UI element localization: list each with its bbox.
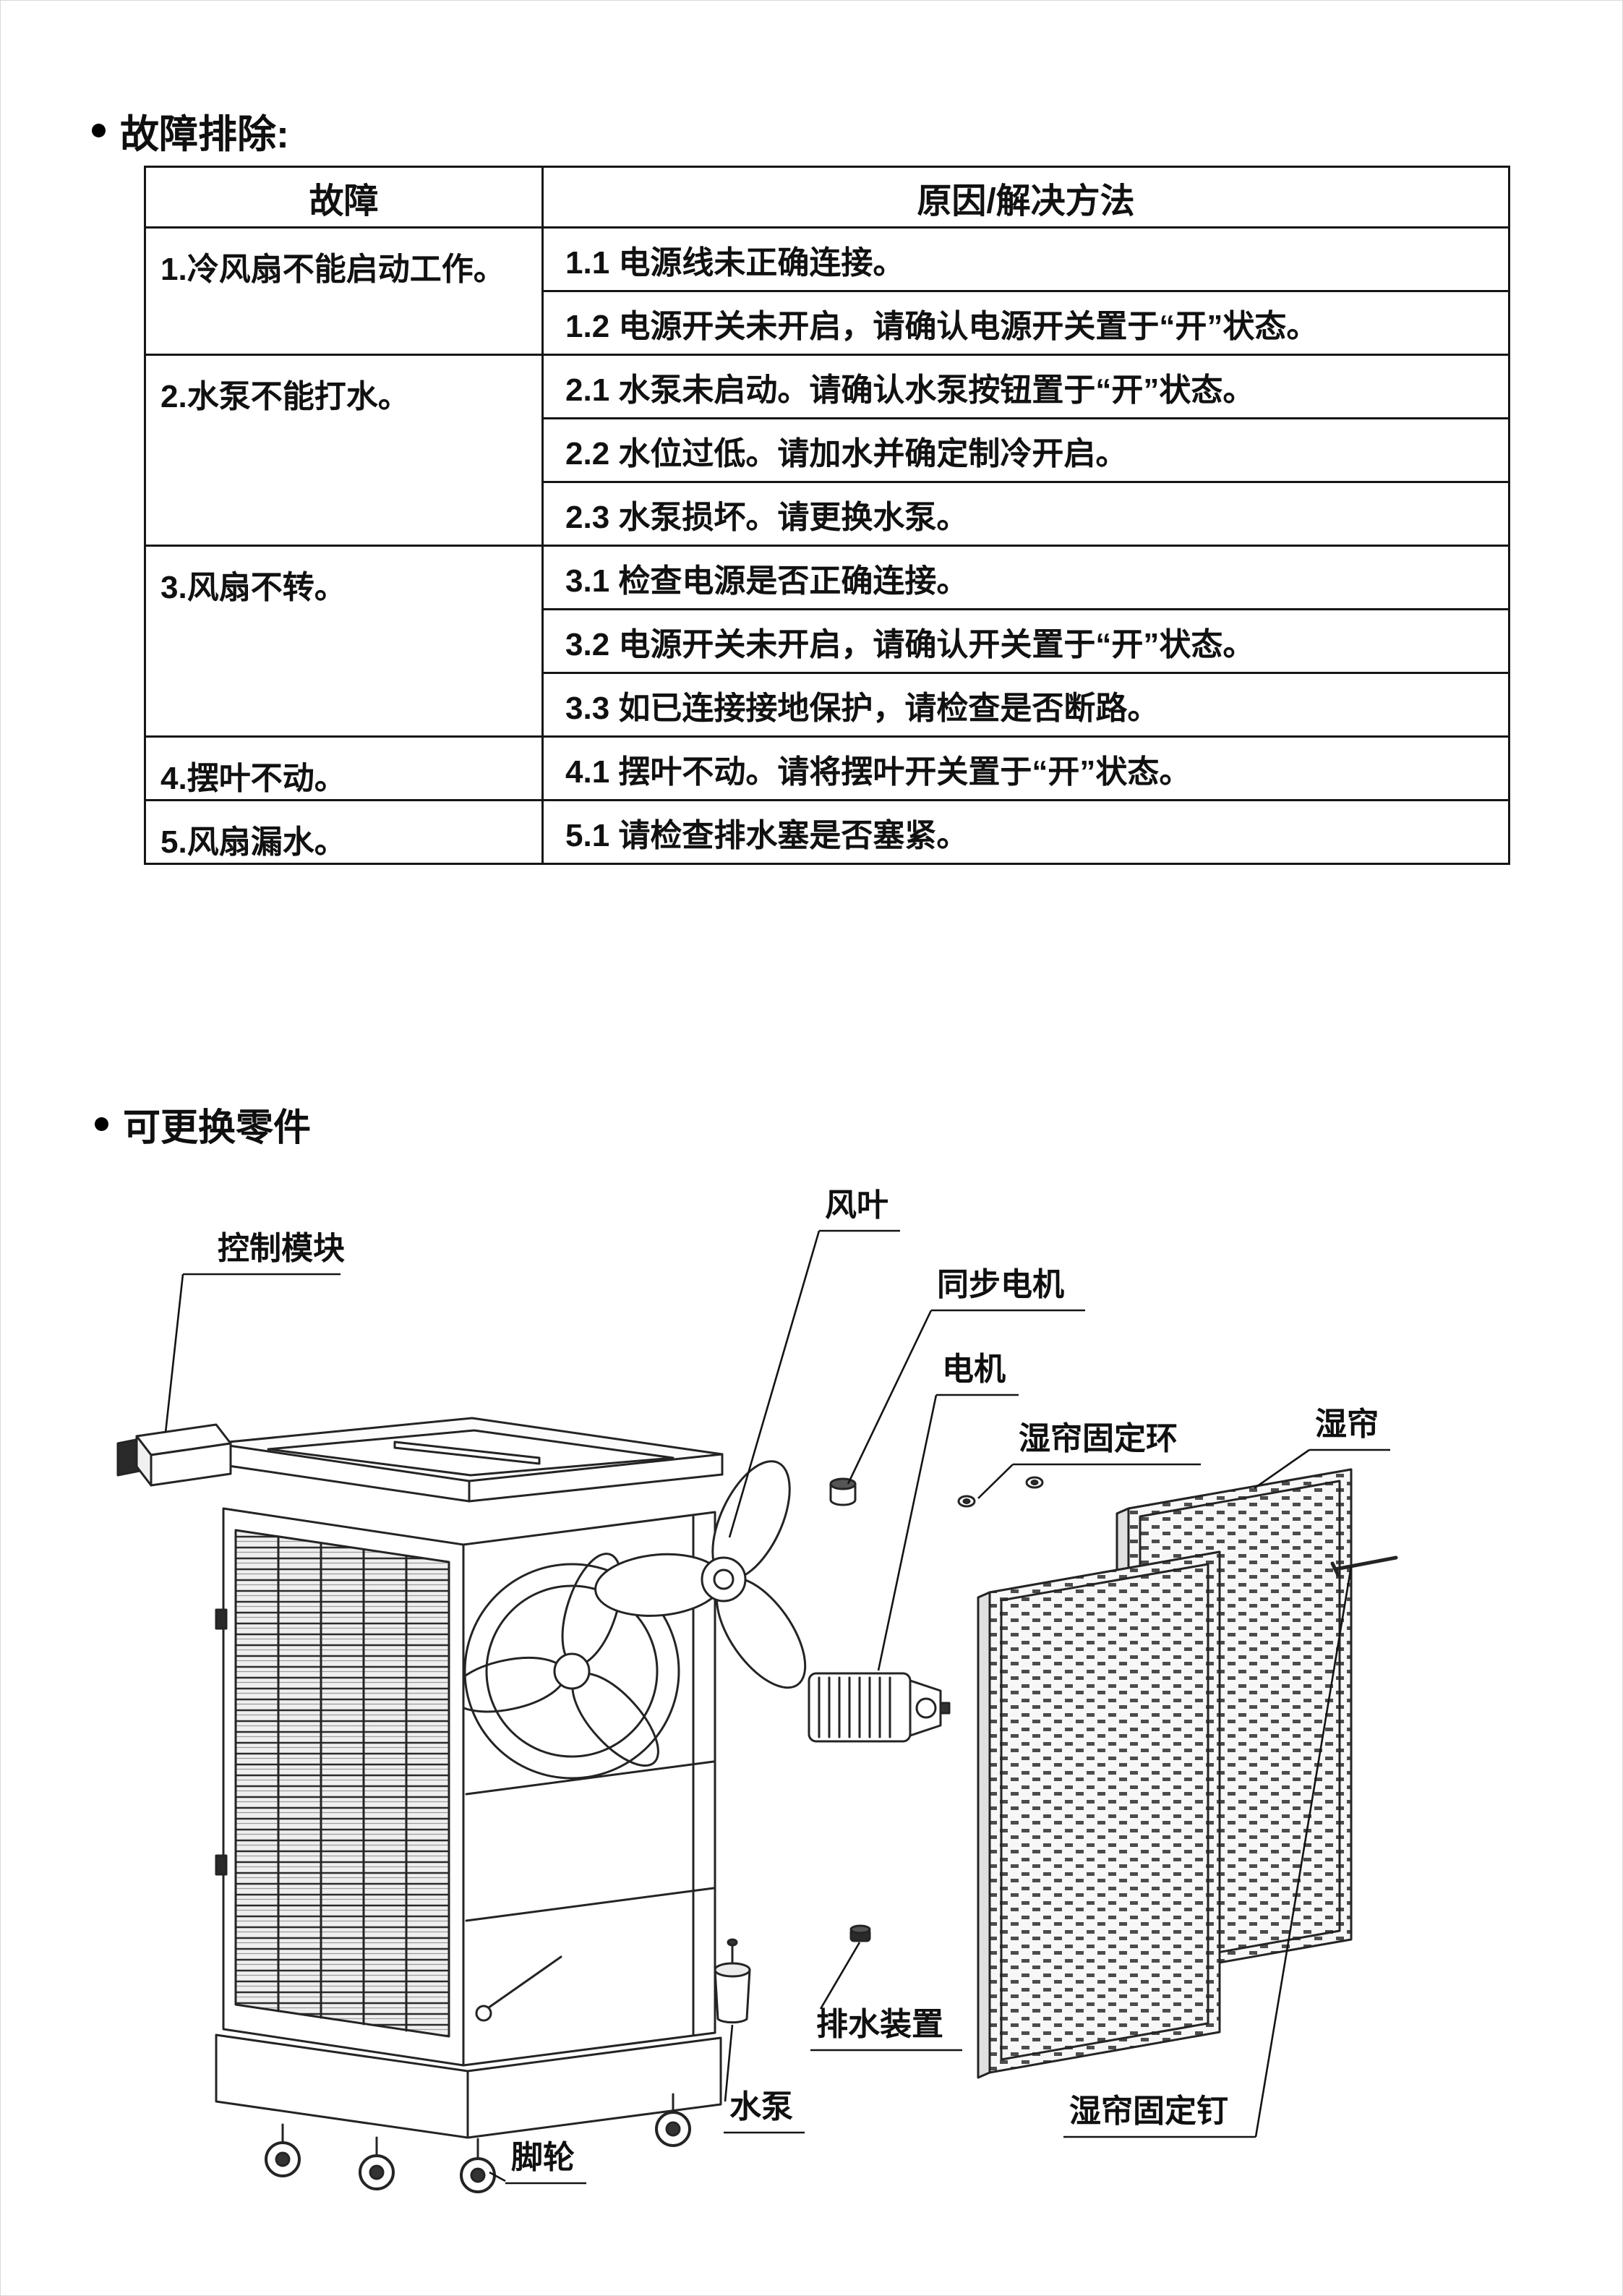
fault-cell-2: 2.水泵不能打水。 [144,354,544,547]
bullet-icon [95,1117,108,1131]
label-control-module: 控制模块 [218,1231,345,1266]
parts-diagram: 控制模块 风叶 同步电机 电机 湿帘固定环 湿帘 排水装置 水泵 脚轮 湿帘固定… [116,1187,1398,2193]
curtain-pin-part [1330,1555,1398,1577]
parts-heading: 可更换零件 [95,1097,311,1151]
solution-cell-1-2: 1.2 电源开关未开启，请确认电源开关置于“开”状态。 [541,290,1510,356]
table-row: 1.2 电源开关未开启，请确认电源开关置于“开”状态。 [145,290,1510,356]
label-caster: 脚轮 [511,2140,575,2175]
table-row: 1.冷风扇不能启动工作。 1.1 电源线未正确连接。 [144,226,1510,356]
table-row: 2.3 水泵损坏。请更换水泵。 [145,481,1510,547]
label-fan-blade: 风叶 [825,1187,888,1223]
louver-panel [215,1507,465,2067]
table-row: 2.水泵不能打水。 2.1 水泵未启动。请确认水泵按钮置于“开”状态。 [144,354,1510,547]
bullet-icon [92,124,106,137]
table-row: 3.风扇不转。 3.1 检查电源是否正确连接。 [144,545,1510,738]
solution-cell-2-1: 2.1 水泵未启动。请确认水泵按钮置于“开”状态。 [541,354,1510,419]
solution-cell-3-1: 3.1 检查电源是否正确连接。 [541,545,1510,610]
parts-title: 可更换零件 [123,1107,312,1149]
fan-housing [462,1511,716,2067]
label-water-pump: 水泵 [729,2089,793,2125]
table-row: 3.3 如已连接接地保护，请检查是否断路。 [145,672,1510,738]
solution-cell-2-2: 2.2 水位过低。请加水并确定制冷开启。 [541,417,1510,483]
drain-device-part [849,1924,871,1942]
solution-cell-3-2: 3.2 电源开关未开启，请确认开关置于“开”状态。 [541,608,1510,674]
label-sync-motor: 同步电机 [937,1267,1064,1302]
solution-cell-5-1: 5.1 请检查排水塞是否塞紧。 [541,799,1510,865]
troubleshooting-table: 故障 原因/解决方法 1.冷风扇不能启动工作。 1.1 电源线未正确连接。 1.… [144,166,1510,865]
table-row: 5.风扇漏水。 5.1 请检查排水塞是否塞紧。 [144,799,1510,865]
solution-cell-1-1: 1.1 电源线未正确连接。 [541,226,1510,292]
troubleshooting-heading: 故障排除: [92,102,289,159]
table-row: 3.2 电源开关未开启，请确认开关置于“开”状态。 [145,608,1510,674]
caster-wheels [265,2093,691,2193]
fan-blade-part [594,1460,807,1689]
label-curtain-ring: 湿帘固定环 [1019,1421,1178,1456]
troubleshooting-title: 故障排除: [120,113,289,156]
column-header-fault: 故障 [144,166,544,229]
diagram-labels: 控制模块 风叶 同步电机 电机 湿帘固定环 湿帘 排水装置 水泵 脚轮 湿帘固定… [218,1187,1379,2175]
label-curtain: 湿帘 [1315,1407,1379,1442]
solution-cell-3-3: 3.3 如已连接接地保护，请检查是否断路。 [541,672,1510,738]
water-tank-base [215,2033,722,2139]
leader-lines [164,1229,1390,2185]
sync-motor-part [829,1477,857,1506]
fault-cell-3: 3.风扇不转。 [144,545,544,738]
label-drain-device: 排水装置 [816,2007,943,2042]
table-header-row: 故障 原因/解决方法 [144,166,1510,229]
curtain-panels-part [977,1468,1398,2079]
column-header-solution: 原因/解决方法 [541,166,1510,229]
solution-cell-2-3: 2.3 水泵损坏。请更换水泵。 [541,481,1510,547]
table-row: 2.2 水位过低。请加水并确定制冷开启。 [145,417,1510,483]
fault-cell-5: 5.风扇漏水。 [144,799,544,865]
solution-cell-4-1: 4.1 摆叶不动。请将摆叶开关置于“开”状态。 [541,735,1510,801]
motor-part [808,1672,951,1743]
curtain-rings-part [957,1476,1044,1508]
cooler-unit [116,1417,724,2193]
water-pump-part [714,1938,751,2024]
top-lid [213,1417,724,1503]
fault-cell-4: 4.摆叶不动。 [144,735,544,801]
control-module-part [116,1423,232,1487]
table-row: 4.摆叶不动。 4.1 摆叶不动。请将摆叶开关置于“开”状态。 [144,735,1510,801]
label-motor: 电机 [942,1352,1006,1387]
fault-cell-1: 1.冷风扇不能启动工作。 [144,226,544,356]
label-curtain-pin: 湿帘固定钉 [1069,2094,1228,2129]
